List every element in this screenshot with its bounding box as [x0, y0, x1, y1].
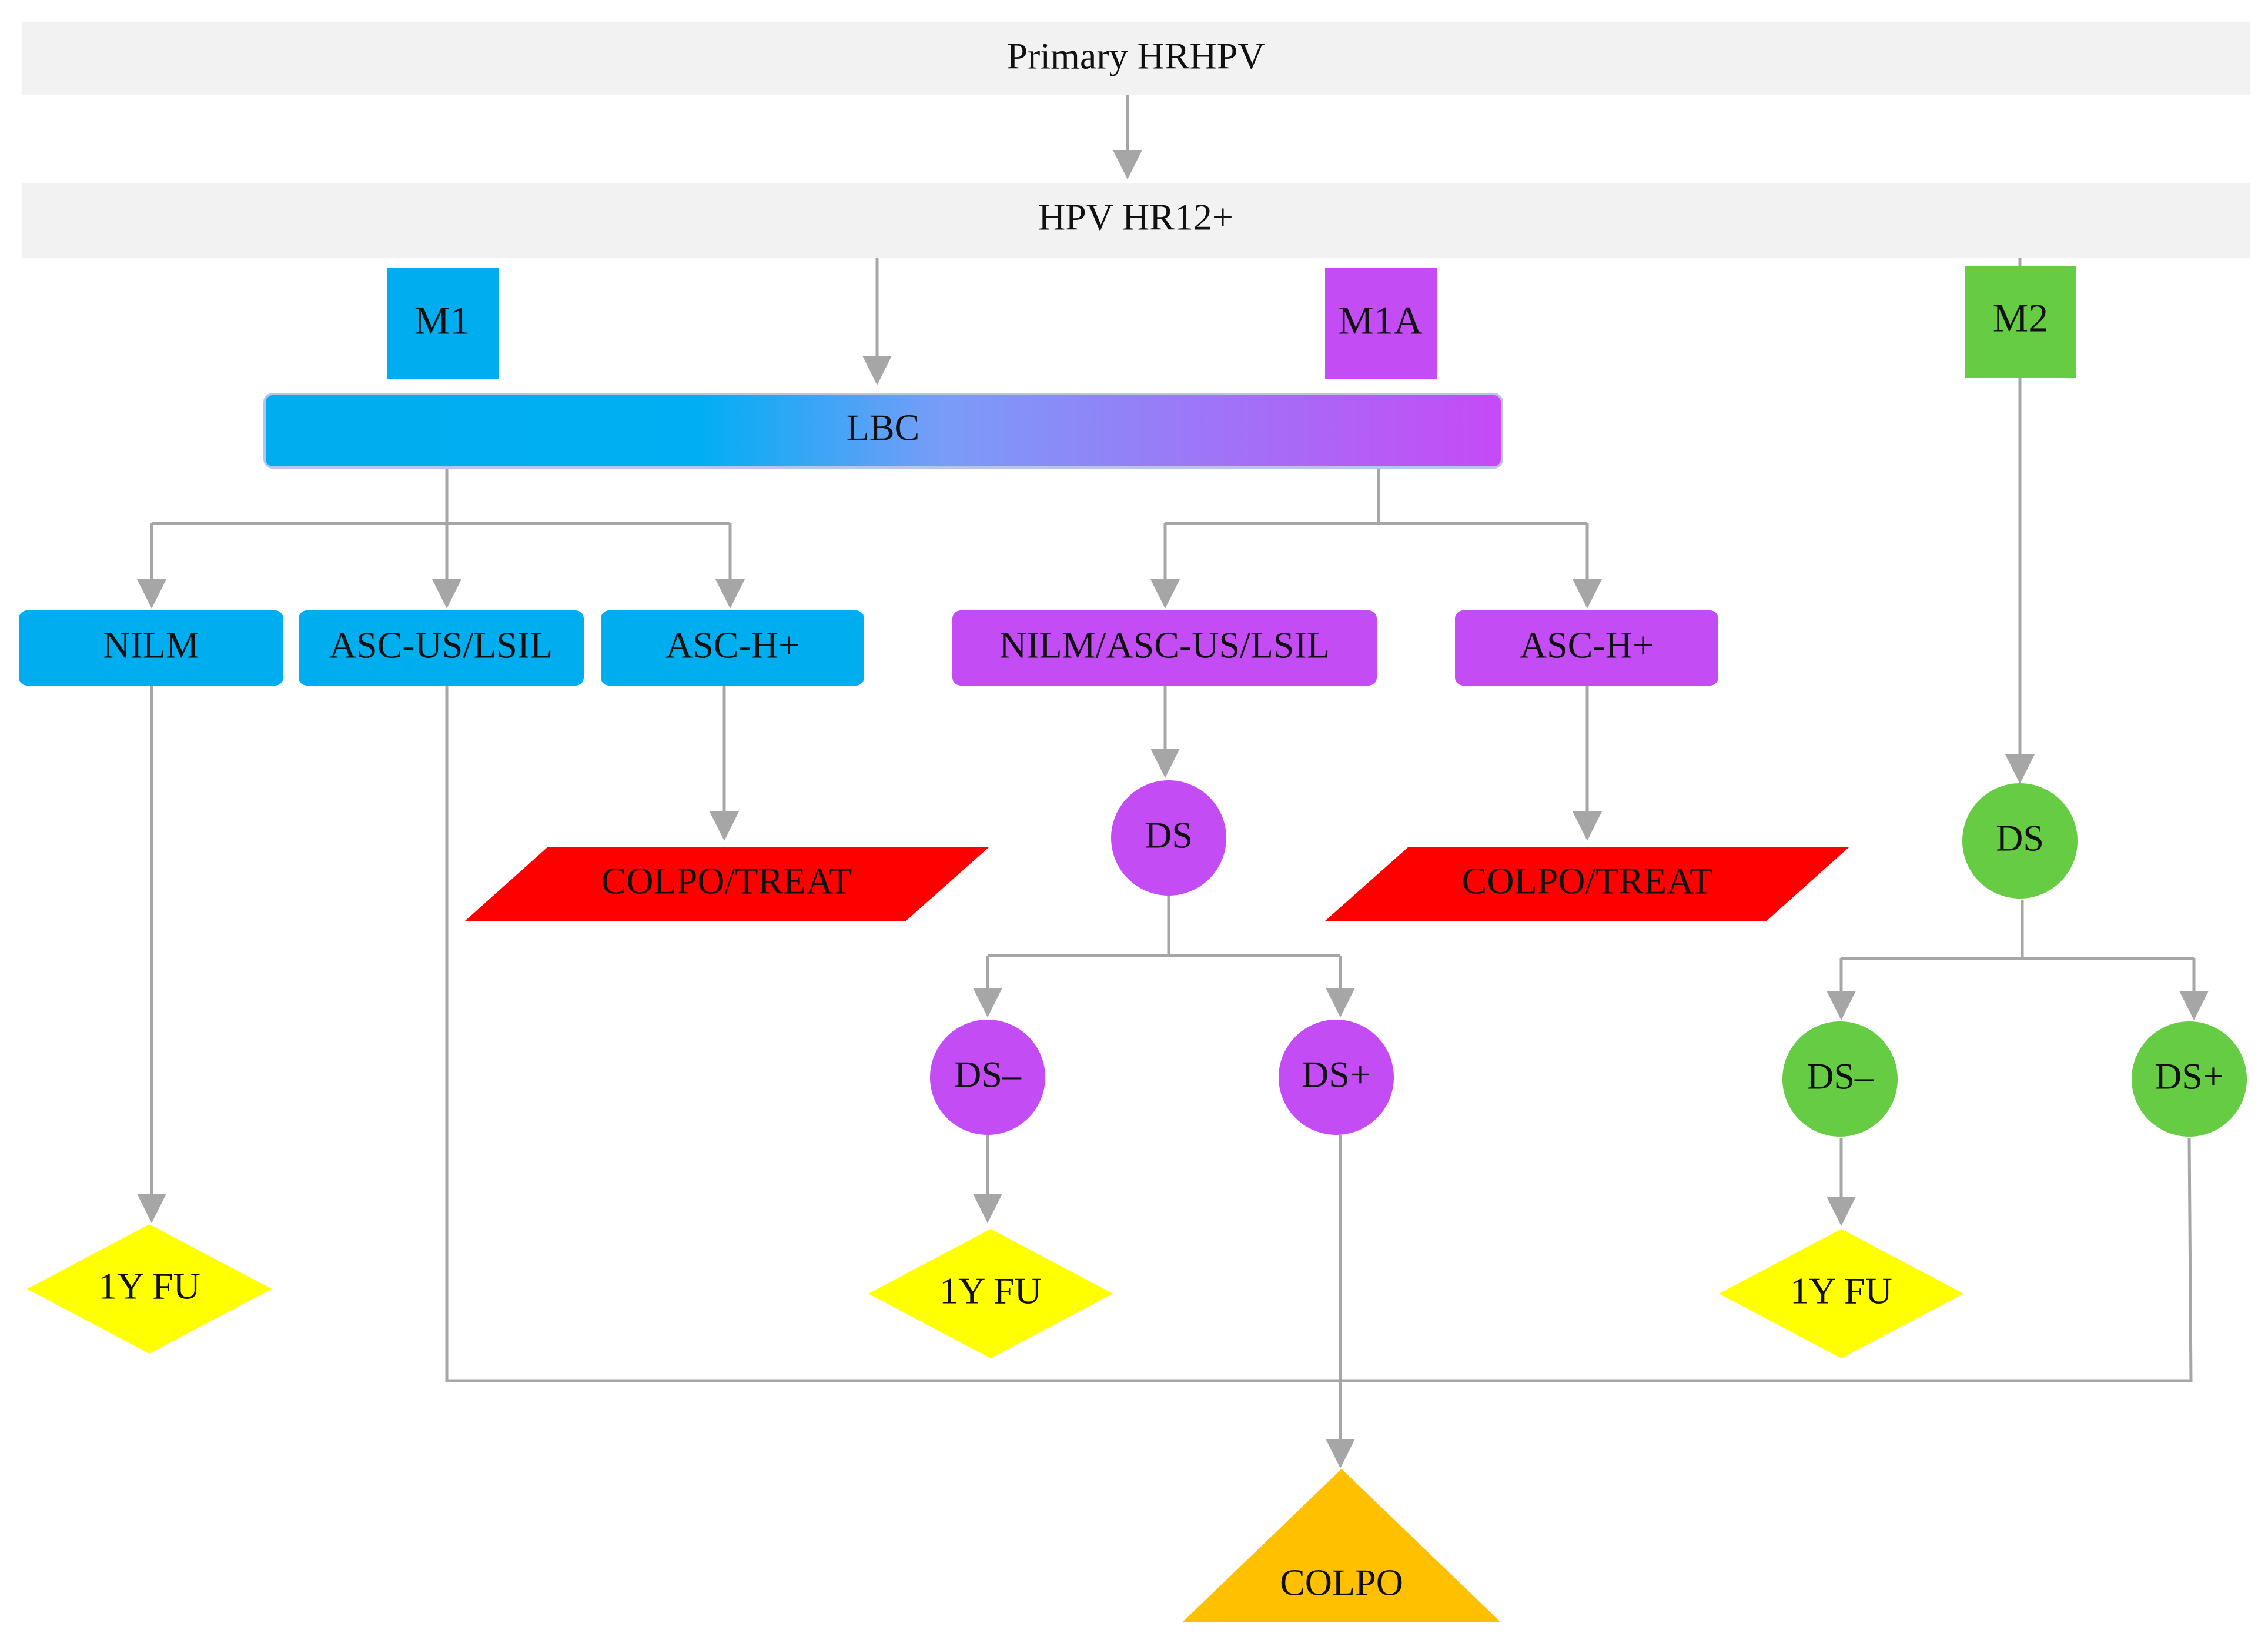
fu-1-label: 1Y FU	[98, 1265, 200, 1307]
result-asch-m1a-label: ASC-H+	[1520, 624, 1654, 666]
ds-pos-m1a: DS+	[1279, 1020, 1394, 1135]
fu-2-label: 1Y FU	[939, 1270, 1042, 1312]
marker-m1: M1	[387, 268, 499, 379]
colpo-label: COLPO	[1280, 1562, 1403, 1604]
band-primary-label: Primary HRHPV	[1006, 35, 1265, 77]
marker-m2: M2	[1965, 266, 2076, 378]
lbc-label: LBC	[847, 407, 919, 449]
ds-pos-m2-label: DS+	[2155, 1056, 2224, 1097]
result-asch-m1a: ASC-H+	[1455, 610, 1718, 686]
result-nilm: NILM	[19, 610, 283, 686]
ds-neg-m1a: DS–	[930, 1020, 1045, 1135]
outcome-1y-fu-1: 1Y FU	[27, 1224, 272, 1354]
ds-neg-m1a-label: DS–	[954, 1054, 1022, 1095]
outcome-1y-fu-3: 1Y FU	[1719, 1229, 1963, 1358]
ds-m2-label: DS	[1996, 817, 2044, 859]
ds-pos-m1a-label: DS+	[1302, 1054, 1371, 1095]
ds-neg-m2: DS–	[1782, 1021, 1898, 1137]
result-ascus-lsil: ASC-US/LSIL	[299, 610, 584, 686]
result-ascus-label: ASC-US/LSIL	[329, 624, 553, 666]
edge-ds-m1a-branch	[988, 896, 1340, 957]
ds-neg-m2-label: DS–	[1807, 1056, 1874, 1097]
marker-m1-label: M1	[414, 298, 470, 343]
band-hpv-label: HPV HR12+	[1038, 196, 1233, 238]
edge-lbc-m1-branch	[152, 467, 730, 525]
result-asch-m1: ASC-H+	[601, 610, 864, 686]
edge-lbc-m1a-branch	[1165, 467, 1587, 525]
result-nilm-label: NILM	[103, 624, 199, 666]
band-primary-hrhpv: Primary HRHPV	[22, 22, 2250, 95]
ds-m1a: DS	[1111, 780, 1226, 896]
marker-m1a-label: M1A	[1338, 298, 1423, 343]
ds-m1a-label: DS	[1145, 814, 1193, 856]
result-asch-m1-label: ASC-H+	[665, 624, 800, 666]
outcome-colpo: COLPO	[1183, 1469, 1500, 1622]
fu-3-label: 1Y FU	[1790, 1270, 1892, 1312]
lbc-bar: LBC	[263, 393, 1503, 469]
outcome-colpo-treat-1: COLPO/TREAT	[464, 847, 989, 921]
outcome-colpo-treat-2: COLPO/TREAT	[1324, 847, 1849, 921]
edge-bottom-collector	[445, 685, 2193, 1382]
colpo-treat-2-label: COLPO/TREAT	[1462, 860, 1713, 902]
edge-ds-m2-branch	[1841, 900, 2194, 960]
colpo-treat-1-label: COLPO/TREAT	[601, 860, 852, 902]
result-nilm-ascus-lsil: NILM/ASC-US/LSIL	[952, 610, 1377, 686]
marker-m2-label: M2	[1993, 296, 2048, 340]
marker-m1a: M1A	[1325, 268, 1437, 379]
ds-pos-m2: DS+	[2132, 1021, 2247, 1137]
result-nilm-ascus-label: NILM/ASC-US/LSIL	[999, 624, 1330, 666]
outcome-1y-fu-2: 1Y FU	[868, 1229, 1113, 1358]
band-hpv-hr12: HPV HR12+	[22, 183, 2250, 258]
ds-m2: DS	[1962, 783, 2078, 899]
connectors	[137, 95, 2209, 1468]
